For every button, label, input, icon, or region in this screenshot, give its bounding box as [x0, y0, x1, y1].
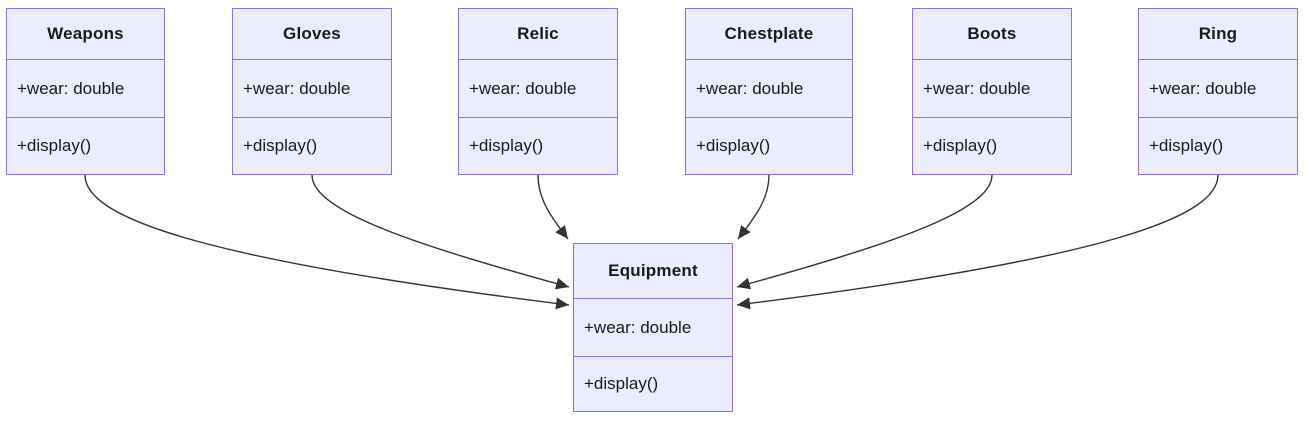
class-attribute: +wear: double	[7, 59, 164, 117]
arrow-chestplate-to-equipment	[737, 174, 770, 240]
class-attribute: +wear: double	[913, 59, 1071, 117]
class-method: +display()	[233, 117, 391, 174]
class-method: +display()	[686, 117, 852, 174]
class-title: Chestplate	[724, 24, 814, 43]
class-title: Boots	[967, 24, 1017, 43]
class-attribute: +wear: double	[574, 298, 732, 356]
class-box-chestplate: Chestplate +wear: double +display()	[685, 8, 853, 175]
arrow-boots-to-equipment	[736, 174, 993, 290]
arrow-weapons-to-equipment	[84, 174, 570, 310]
class-method: +display()	[1139, 117, 1297, 174]
class-title: Gloves	[283, 24, 341, 43]
class-method: +display()	[913, 117, 1071, 174]
class-title: Equipment	[608, 261, 698, 280]
class-box-equipment: Equipment +wear: double +display()	[573, 243, 733, 412]
class-box-ring: Ring +wear: double +display()	[1138, 8, 1298, 175]
class-box-relic: Relic +wear: double +display()	[458, 8, 618, 175]
class-box-gloves: Gloves +wear: double +display()	[232, 8, 392, 175]
class-method: +display()	[7, 117, 164, 174]
arrow-ring-to-equipment	[736, 174, 1219, 310]
class-attribute: +wear: double	[459, 59, 617, 117]
class-title: Weapons	[47, 24, 124, 43]
arrow-gloves-to-equipment	[311, 174, 570, 290]
class-box-weapons: Weapons +wear: double +display()	[6, 8, 165, 175]
class-method: +display()	[574, 356, 732, 411]
class-title: Ring	[1198, 24, 1238, 43]
arrow-relic-to-equipment	[537, 174, 569, 240]
class-method: +display()	[459, 117, 617, 174]
class-attribute: +wear: double	[686, 59, 852, 117]
class-box-boots: Boots +wear: double +display()	[912, 8, 1072, 175]
class-attribute: +wear: double	[1139, 59, 1297, 117]
class-title: Relic	[517, 24, 559, 43]
class-attribute: +wear: double	[233, 59, 391, 117]
